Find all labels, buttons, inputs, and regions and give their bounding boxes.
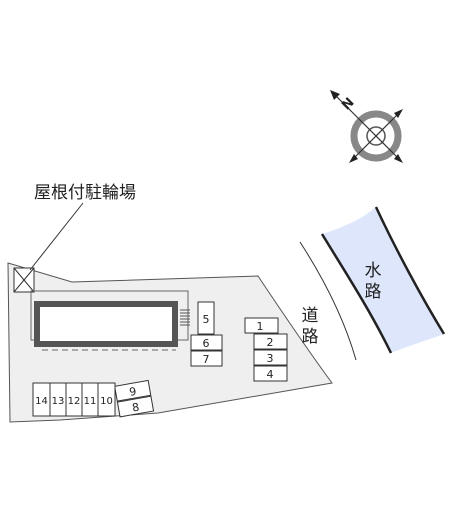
compass-axis-b	[351, 111, 401, 161]
svg-text:4: 4	[267, 368, 274, 381]
waterway-label-2: 路	[365, 282, 382, 302]
parking-space: 13	[49, 382, 67, 417]
svg-text:11: 11	[84, 396, 97, 407]
svg-text:14: 14	[35, 396, 48, 407]
parking-space: 7	[190, 350, 223, 367]
road-label-2: 路	[302, 327, 319, 347]
parking-space: 9	[114, 379, 152, 402]
svg-text:5: 5	[203, 313, 210, 326]
parking-space: 3	[253, 349, 288, 366]
compass: N	[330, 90, 403, 163]
bicycle-parking-label: 屋根付駐輪場	[34, 183, 136, 203]
svg-text:9: 9	[128, 385, 137, 399]
road-label-1: 道	[302, 306, 319, 326]
building-inner	[40, 307, 172, 341]
parking-space: 1	[244, 317, 279, 334]
road-edge-far	[299, 241, 357, 361]
waterway-bank-right	[374, 206, 446, 335]
parking-space: 4	[253, 365, 288, 382]
svg-text:12: 12	[68, 396, 81, 407]
svg-text:2: 2	[267, 336, 274, 349]
svg-text:3: 3	[267, 352, 274, 365]
svg-text:7: 7	[203, 353, 210, 366]
waterway-label-1: 水	[365, 261, 382, 281]
parking-space: 5	[197, 301, 215, 335]
bicycle-parking-leader	[29, 202, 84, 271]
parking-space: 11	[81, 382, 99, 417]
svg-text:13: 13	[52, 396, 65, 407]
parking-space: 10	[97, 382, 116, 417]
compass-arrow-sw-icon	[349, 154, 358, 163]
parking-space: 12	[65, 382, 83, 417]
compass-arrow-se-icon	[394, 154, 403, 163]
svg-text:10: 10	[100, 396, 113, 407]
bicycle-parking-cross-b	[13, 267, 35, 293]
svg-text:1: 1	[257, 320, 264, 333]
waterway-bank-left	[320, 233, 393, 354]
parking-space-pair-9-8: 9 8	[114, 379, 155, 418]
parking-space: 2	[253, 333, 288, 350]
compass-north-label: N	[339, 95, 357, 113]
parking-space: 8	[116, 395, 155, 418]
waterway-area	[322, 207, 444, 353]
compass-arrow-ne-icon	[394, 109, 403, 118]
svg-text:6: 6	[203, 337, 210, 350]
svg-text:8: 8	[131, 401, 140, 415]
compass-north-arrow-icon	[330, 90, 340, 100]
parking-space: 14	[32, 382, 51, 417]
parking-space: 6	[190, 334, 223, 351]
building-stairs	[180, 309, 190, 326]
